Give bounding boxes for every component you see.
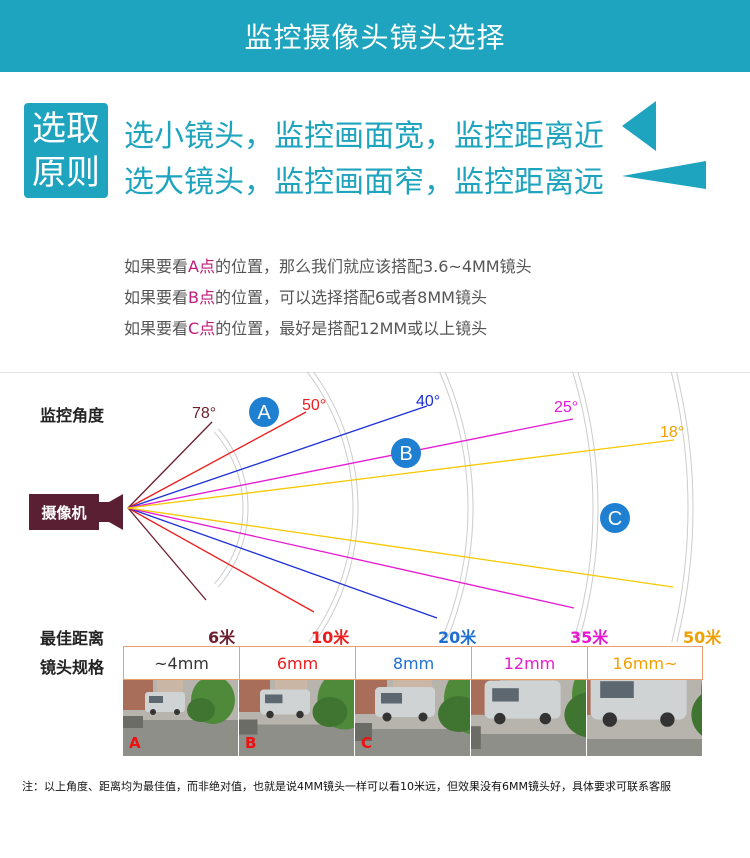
angle-label: 25° — [554, 399, 578, 416]
narrow-angle-triangle-icon — [622, 161, 706, 189]
ray-top-40deg — [127, 405, 428, 509]
spec-cell: 6mm — [239, 646, 355, 680]
angle-axis-label: 监控角度 — [40, 406, 105, 425]
distance-arcs — [214, 372, 694, 642]
spec-cell: ~4mm — [123, 646, 239, 680]
principle-large-lens: 选大镜头，监控画面窄，监控距离远 — [124, 165, 604, 200]
distance-arc — [214, 431, 244, 585]
street-scene-image — [471, 680, 586, 756]
ray-top-25deg — [127, 418, 574, 509]
distance-arc — [444, 372, 474, 642]
distance-arc — [670, 372, 689, 642]
target-point-a: A — [249, 397, 279, 427]
rule-c-post: 的位置，最好是搭配12MM或以上镜头 — [215, 319, 488, 338]
rule-a-pre: 如果要看 — [124, 257, 189, 276]
badge-line-1: 选取 — [32, 109, 100, 149]
spec-cell: 8mm — [355, 646, 471, 680]
lens-spec-row: ~4mm 6mm 8mm 12mm 16mm~ — [123, 646, 703, 680]
distance-arc — [217, 428, 249, 588]
distance-50m: 50米 — [683, 628, 722, 647]
camera-box: 摄像机 — [29, 494, 99, 530]
sample-photo-row: A B C — [123, 680, 703, 756]
rule-a: 如果要看A点的位置，那么我们就应该搭配3.6~4MM镜头 — [124, 253, 532, 277]
rule-c: 如果要看C点的位置，最好是搭配12MM或以上镜头 — [124, 315, 487, 339]
street-scene-image — [355, 680, 470, 756]
page-header: 监控摄像头镜头选择 — [0, 0, 750, 72]
distance-arc — [577, 372, 599, 642]
spec-label: 8mm — [392, 653, 435, 673]
section-divider — [0, 372, 750, 373]
lens-angle-diagram: 78° 50° 40° 25° 18° A B C — [127, 372, 694, 642]
camera-label: 摄像机 — [41, 503, 87, 522]
angle-label: 78° — [192, 405, 216, 422]
rule-b-point: B点 — [188, 288, 215, 307]
rule-a-point: A点 — [188, 257, 215, 276]
distance-arc — [439, 372, 469, 642]
sample-photo-8mm: C — [355, 680, 471, 756]
rule-b-post: 的位置，可以选择搭配6或者8MM镜头 — [215, 288, 487, 307]
angle-label: 18° — [660, 424, 684, 441]
spec-cell: 12mm — [471, 646, 587, 680]
ray-bottom-40deg — [127, 507, 438, 619]
distance-arc — [306, 372, 354, 642]
angle-label: 50° — [302, 397, 326, 414]
svg-text:C: C — [608, 508, 622, 530]
ray-top-78deg — [127, 421, 213, 509]
view-angle-rays — [127, 405, 675, 619]
street-scene-image — [239, 680, 354, 756]
badge-line-2: 原则 — [32, 153, 100, 193]
photo-point-label: C — [361, 734, 373, 752]
spec-axis-label: 镜头规格 — [40, 658, 105, 677]
ray-bottom-25deg — [127, 507, 575, 609]
ray-bottom-50deg — [127, 507, 315, 613]
spec-label: 6mm — [276, 653, 319, 673]
principle-badge: 选取 原则 — [24, 103, 108, 198]
distance-arc — [572, 372, 594, 642]
street-scene-image — [587, 680, 702, 756]
spec-label: 12mm — [503, 653, 556, 673]
rule-c-pre: 如果要看 — [124, 319, 189, 338]
ray-top-50deg — [127, 411, 307, 509]
spec-label: ~4mm — [154, 653, 209, 673]
angle-labels: 78° 50° 40° 25° 18° — [192, 393, 684, 441]
sample-photo-16mm — [587, 680, 703, 756]
distance-35m: 35米 — [570, 628, 609, 647]
distance-20m: 20米 — [438, 628, 477, 647]
photo-point-label: A — [129, 734, 141, 752]
distance-arc — [312, 372, 359, 642]
ray-bottom-18deg — [127, 507, 674, 588]
sample-photo-12mm — [471, 680, 587, 756]
rule-a-post: 的位置，那么我们就应该搭配3.6~4MM镜头 — [214, 257, 532, 276]
distance-axis-label: 最佳距离 — [40, 629, 105, 648]
photo-point-label: B — [245, 734, 257, 752]
sample-photo-6mm: B — [239, 680, 355, 756]
distance-6m: 6米 — [208, 628, 236, 647]
rule-b-pre: 如果要看 — [124, 288, 189, 307]
target-point-c: C — [600, 503, 630, 533]
ray-top-18deg — [127, 439, 675, 509]
spec-cell: 16mm~ — [587, 646, 703, 680]
footnote: 注：以上角度、距离均为最佳值，而非绝对值，也就是说4MM镜头一样可以看10米远，… — [22, 780, 671, 793]
spec-label: 16mm~ — [612, 653, 678, 673]
angle-label: 40° — [416, 393, 440, 410]
target-point-b: B — [391, 438, 421, 468]
rule-b: 如果要看B点的位置，可以选择搭配6或者8MM镜头 — [124, 284, 487, 308]
sample-photo-4mm: A — [123, 680, 239, 756]
rule-c-point: C点 — [188, 319, 216, 338]
target-points: A B C — [249, 397, 630, 533]
svg-text:A: A — [257, 402, 271, 424]
wide-angle-triangle-icon — [622, 101, 656, 151]
street-scene-image — [123, 680, 238, 756]
ray-bottom-78deg — [127, 507, 207, 601]
camera-lens-icon — [99, 494, 123, 530]
page-title: 监控摄像头镜头选择 — [244, 21, 506, 54]
distance-10m: 10米 — [311, 628, 350, 647]
principle-small-lens: 选小镜头，监控画面宽，监控距离近 — [124, 119, 604, 154]
distance-arc — [675, 372, 694, 642]
svg-text:B: B — [399, 443, 412, 465]
